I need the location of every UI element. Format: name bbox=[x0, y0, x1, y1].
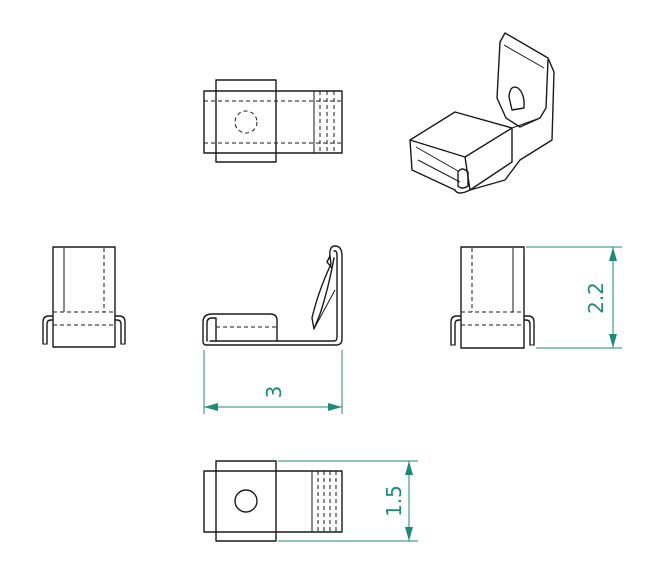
bottom-view bbox=[203, 460, 343, 542]
depth-dimension: 1.5 bbox=[278, 460, 418, 542]
isometric-view bbox=[409, 32, 555, 194]
top-view bbox=[203, 79, 343, 163]
right-view bbox=[450, 246, 535, 349]
depth-dimension-label: 1.5 bbox=[382, 485, 406, 517]
height-dimension: 2.2 bbox=[526, 246, 622, 349]
left-view bbox=[42, 246, 126, 348]
width-dimension: 3 bbox=[203, 350, 343, 414]
width-dimension-label: 3 bbox=[262, 386, 286, 399]
front-view bbox=[202, 245, 343, 346]
height-dimension-label: 2.2 bbox=[584, 282, 608, 314]
